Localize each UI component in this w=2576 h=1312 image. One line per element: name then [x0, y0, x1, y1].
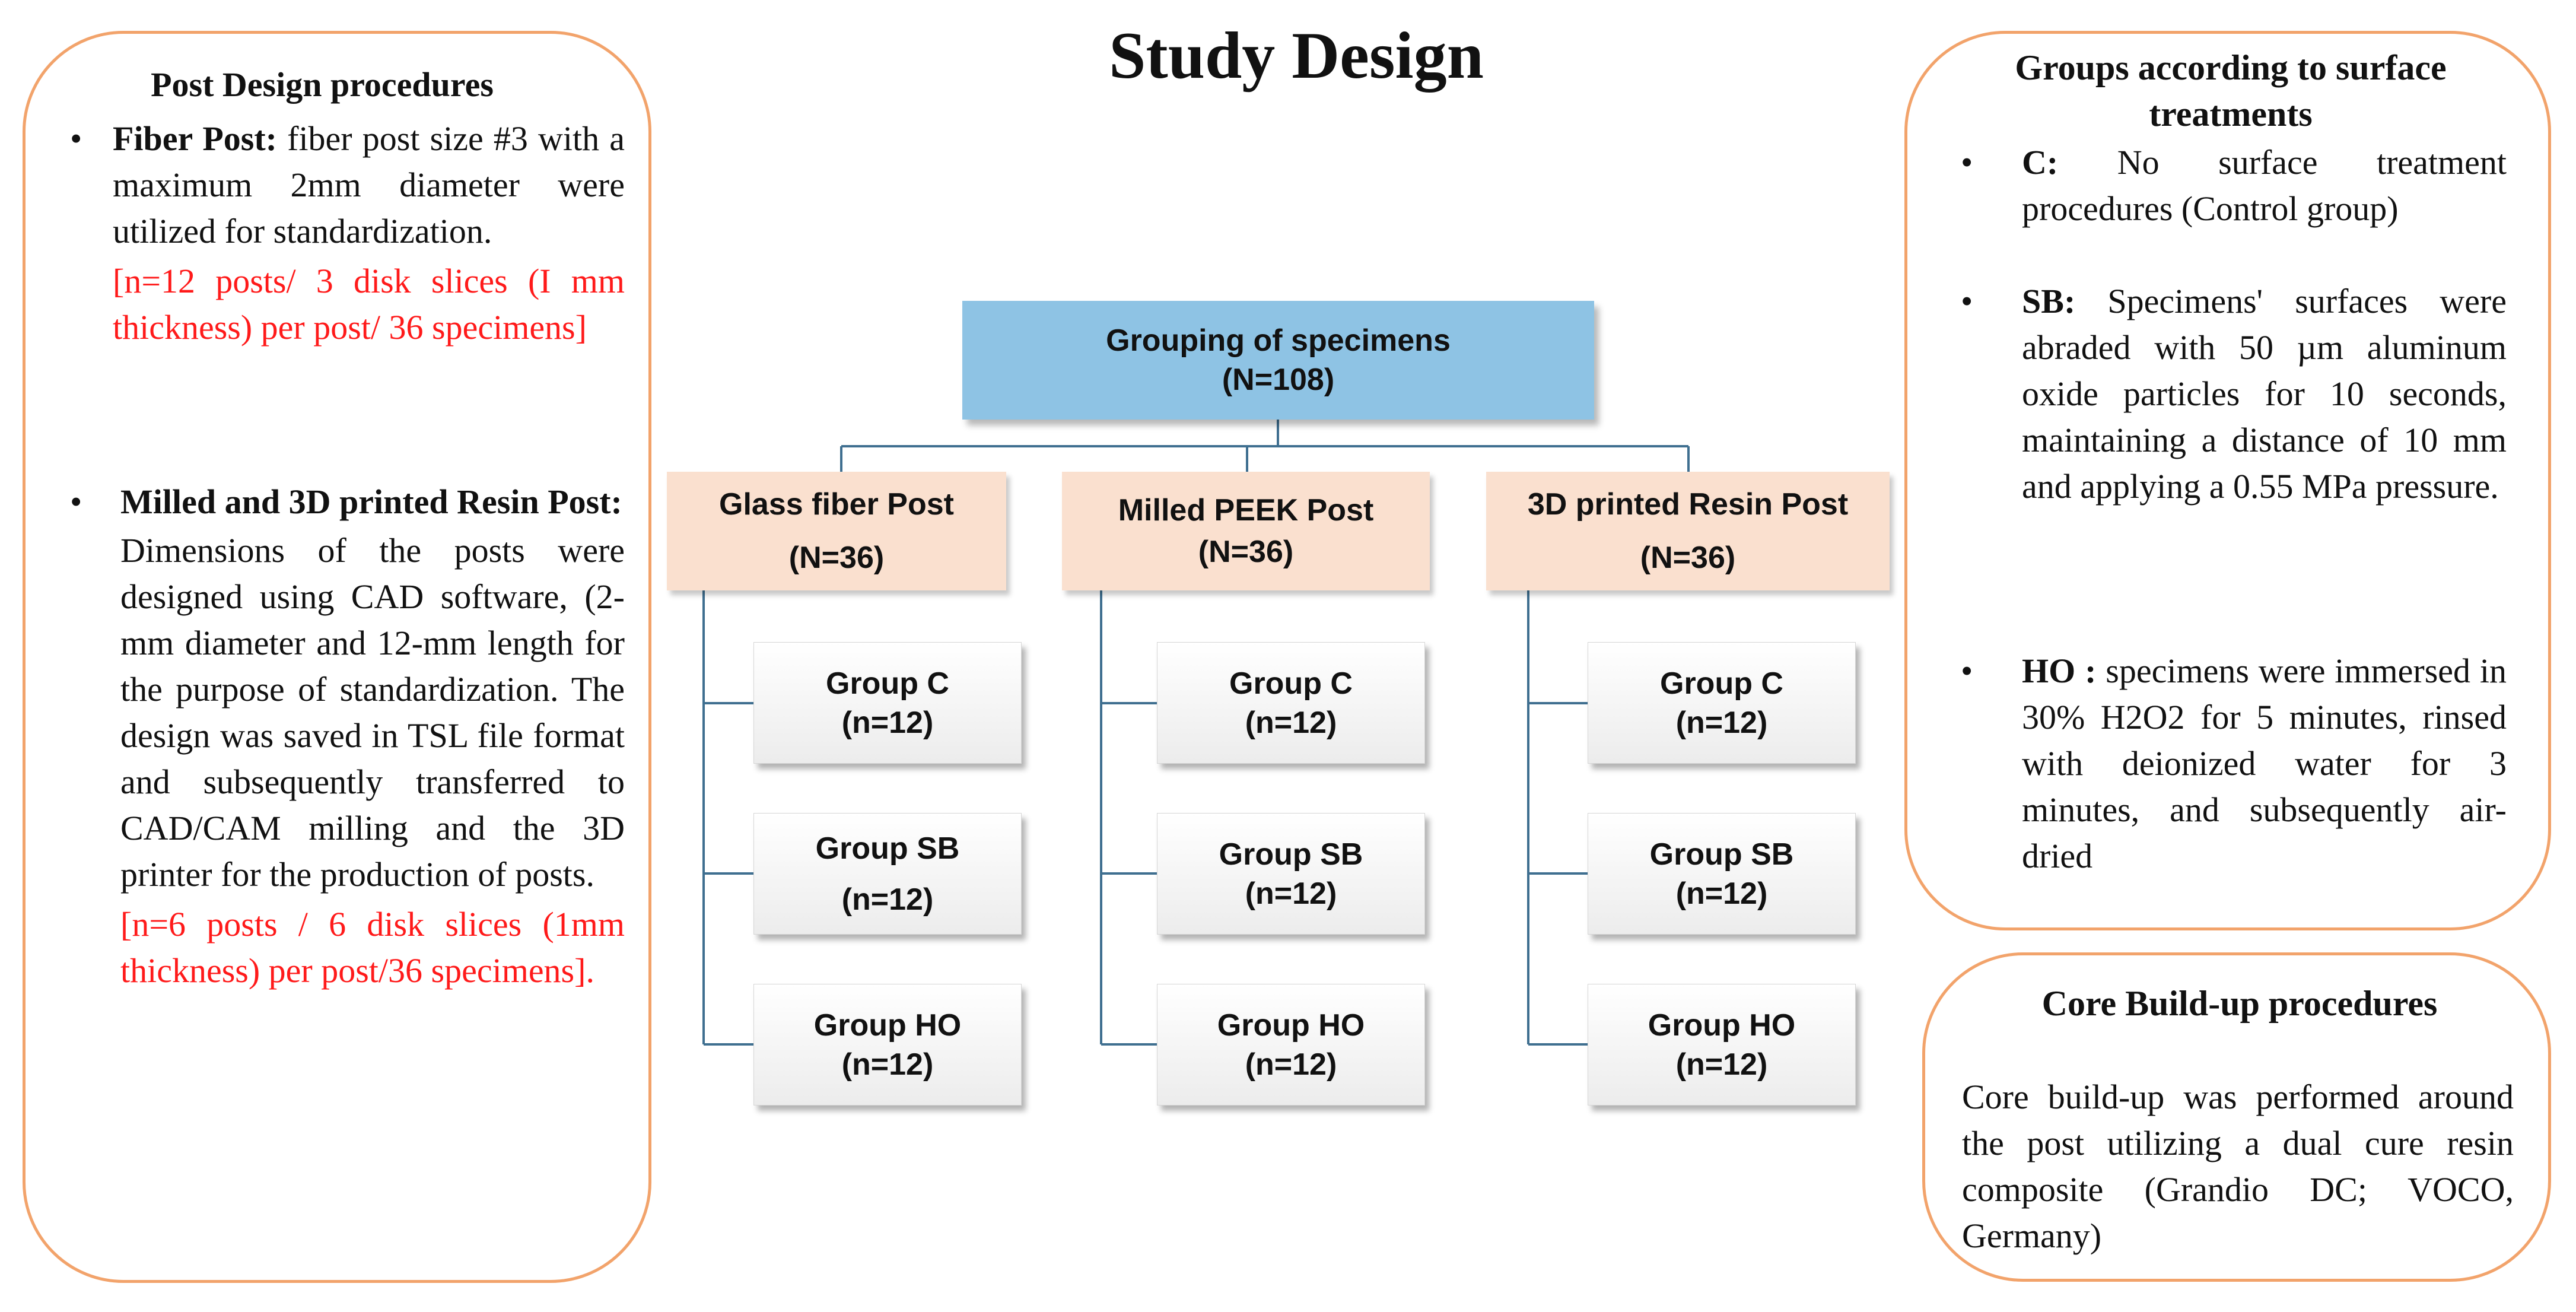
bullet-icon: •	[70, 119, 82, 158]
category-title: 3D printed Resin Post	[1527, 487, 1849, 522]
group-count: (n=12)	[1675, 705, 1768, 740]
group-count: (n=12)	[1245, 876, 1337, 911]
category-title: Glass fiber Post	[719, 487, 954, 522]
group-node-ho: Group HO (n=12)	[1588, 984, 1856, 1105]
fiber-post-note: [n=12 posts/ 3 disk slices (I mm thickne…	[113, 262, 625, 347]
bullet-icon: •	[1961, 282, 1973, 320]
group-c-text: C: No surface treatment procedures (Cont…	[2022, 143, 2507, 228]
resin-post-bullet: • Milled and 3D printed Resin Post: Dime…	[70, 479, 625, 994]
group-title: Group SB	[1649, 837, 1794, 872]
category-node-milled-peek: Milled PEEK Post (N=36)	[1062, 472, 1430, 590]
category-node-glass-fiber: Glass fiber Post (N=36)	[667, 472, 1006, 590]
surface-treatment-groups-box: Groups according to surface treatments •…	[1904, 31, 2551, 930]
category-count: (N=36)	[1198, 535, 1294, 569]
group-title: Group HO	[1648, 1008, 1796, 1043]
post-design-box: Post Design procedures • Fiber Post: fib…	[23, 31, 651, 1283]
group-c-item: • C: No surface treatment procedures (Co…	[1961, 139, 2507, 232]
root-title: Grouping of specimens	[1106, 323, 1451, 358]
group-sb-label: SB:	[2022, 282, 2076, 320]
core-heading: Core Build-up procedures	[2041, 984, 2438, 1023]
category-count: (N=36)	[1640, 541, 1736, 575]
group-c-label: C:	[2022, 143, 2059, 182]
group-title: Group SB	[1219, 837, 1363, 872]
group-node-ho: Group HO (n=12)	[1157, 984, 1425, 1105]
core-build-up-box: Core Build-up procedures Core build-up w…	[1922, 952, 2551, 1282]
group-node-c: Group C (n=12)	[1157, 642, 1425, 764]
group-count: (n=12)	[841, 705, 934, 740]
group-ho-item: • HO : specimens were immersed in 30% H2…	[1961, 648, 2507, 879]
category-title: Milled PEEK Post	[1118, 493, 1374, 528]
group-count: (n=12)	[1675, 876, 1768, 911]
group-title: Group HO	[813, 1008, 962, 1043]
resin-post-note: [n=6 posts / 6 disk slices (1mm thicknes…	[120, 905, 625, 990]
fiber-post-text: Fiber Post: fiber post size #3 with a ma…	[113, 119, 625, 250]
post-design-heading: Post Design procedures	[151, 65, 494, 104]
group-node-c: Group C (n=12)	[753, 642, 1022, 764]
groups-heading: Groups according to surface treatments	[2015, 48, 2447, 134]
group-node-c: Group C (n=12)	[1588, 642, 1856, 764]
bullet-icon: •	[70, 482, 82, 521]
fiber-post-label: Fiber Post:	[113, 119, 277, 158]
category-node-3d-printed: 3D printed Resin Post (N=36)	[1486, 472, 1890, 590]
group-count: (n=12)	[841, 882, 934, 917]
group-sb-text: SB: Specimens' surfaces were abraded wit…	[2022, 282, 2507, 506]
group-count: (n=12)	[1245, 705, 1337, 740]
group-node-sb: Group SB (n=12)	[1588, 813, 1856, 935]
resin-post-label: Milled and 3D printed Resin Post:	[120, 482, 622, 521]
page-title: Study Design	[1109, 19, 1484, 93]
group-count: (n=12)	[1675, 1047, 1768, 1082]
group-count: (n=12)	[1245, 1047, 1337, 1082]
group-title: Group C	[1229, 666, 1353, 701]
root-count: (N=108)	[1222, 363, 1335, 397]
group-title: Group SB	[815, 831, 960, 866]
group-title: Group C	[826, 666, 949, 701]
group-title: Group HO	[1217, 1008, 1365, 1043]
fiber-post-bullet: • Fiber Post: fiber post size #3 with a …	[70, 116, 625, 351]
root-node: Grouping of specimens (N=108)	[962, 301, 1594, 420]
group-ho-text: HO : specimens were immersed in 30% H2O2…	[2022, 652, 2507, 875]
group-title: Group C	[1660, 666, 1783, 701]
group-ho-label: HO :	[2022, 652, 2097, 690]
category-count: (N=36)	[788, 541, 885, 575]
bullet-icon: •	[1961, 652, 1973, 690]
bullet-icon: •	[1961, 143, 1973, 182]
resin-post-text: Dimensions of the posts were designed us…	[120, 531, 625, 894]
group-node-sb: Group SB (n=12)	[753, 813, 1022, 935]
group-node-sb: Group SB (n=12)	[1157, 813, 1425, 935]
group-count: (n=12)	[841, 1047, 934, 1082]
group-node-ho: Group HO (n=12)	[753, 984, 1022, 1105]
group-sb-item: • SB: Specimens' surfaces were abraded w…	[1961, 278, 2507, 510]
core-text: Core build-up was performed around the p…	[1962, 1078, 2514, 1255]
